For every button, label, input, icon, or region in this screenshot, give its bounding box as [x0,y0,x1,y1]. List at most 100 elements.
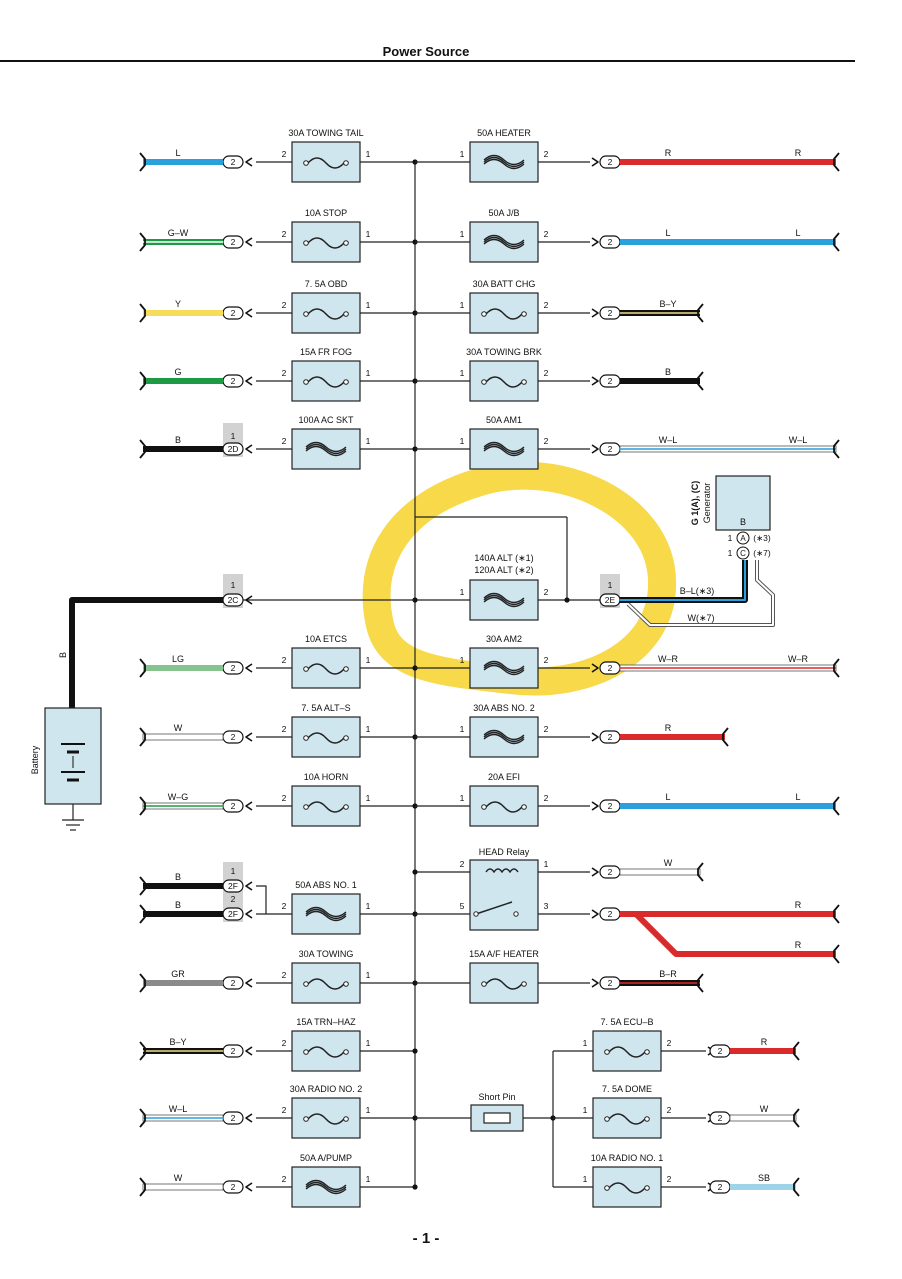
right-fuse-1-wire-label: L [665,228,670,238]
abs-connector-pin-bottom: 2 [231,894,236,904]
left-fuse-10-element [307,1046,345,1058]
abs-connector-pin-top: 1 [231,866,236,876]
right-fuse-3-element [485,376,523,388]
right-fuse-5-element [483,660,525,672]
right-fuse-0-pin-a: 1 [460,149,465,159]
battery-wire [69,597,223,708]
alt-connector-label: 2E [605,595,616,605]
left-fuse-0-element [307,157,345,169]
left-fuse-5-term-b [343,666,349,672]
left-fuse-4-conn-pin: 1 [231,431,236,441]
left-fuse-1-element [307,237,345,249]
sub-fuse-1-wire [729,1114,797,1122]
left-fuse-5-element [307,663,345,675]
left-fuse-1-pin-b: 1 [366,229,371,239]
right-fuse-8-term-a [481,981,487,987]
right-fuse-5-connector-label: 2 [608,663,613,673]
left-fuse-2-term-b [343,311,349,317]
left-fuse-4-pin-b: 1 [366,436,371,446]
left-fuse-0-label: 30A TOWING TAIL [288,128,363,138]
left-fuse-3-element [307,376,345,388]
left-fuse-5-pin-b: 1 [366,655,371,665]
right-fuse-6-element [483,729,525,741]
left-fuse-6-term-b [343,735,349,741]
left-fuse-7-arrow [245,801,253,811]
sub-fuse-1-pin-a: 1 [583,1105,588,1115]
left-fuse-12-pin-a: 2 [282,1174,287,1184]
left-fuse-11-label: 30A RADIO NO. 2 [290,1084,363,1094]
alt-w-label: W(∗7) [687,613,714,623]
short-pin-label: Short Pin [478,1092,515,1102]
left-fuse-9-label: 30A TOWING [299,949,354,959]
generator-terminal: B [740,517,746,527]
left-fuse-11-term-b [343,1116,349,1122]
right-fuse-7-pin-a: 1 [460,793,465,803]
left-fuse-1-wire-label: G–W [168,228,189,238]
sub-fuse-0-pin-a: 1 [583,1038,588,1048]
left-fuse-1-term-a [303,240,309,246]
left-fuse-7-term-a [303,804,309,810]
right-fuse-2-connector-label: 2 [608,308,613,318]
left-fuse-10-connector-label: 2 [231,1046,236,1056]
generator-box [715,475,771,531]
right-fuse-0-label: 50A HEATER [477,128,531,138]
right-fuse-1-wire-end [833,232,840,252]
sub-fuse-1-wire-label: W [760,1104,769,1114]
sub-fuse-0-wire-label: R [761,1037,768,1047]
left-fuse-6-arrow [245,732,253,742]
right-fuse-3-arrow [591,376,599,386]
left-fuse-4-element [305,445,347,457]
left-fuse-2-connector-label: 2 [231,308,236,318]
head-relay-contact-a [473,911,479,917]
left-fuse-2-term-a [303,311,309,317]
head-relay-pin5: 5 [460,901,465,911]
battery-connector-label: 2C [228,595,239,605]
sub-fuse-0-term-b [644,1049,650,1055]
left-fuse-2-pin-b: 1 [366,300,371,310]
left-fuse-11-wire-end [139,1108,146,1128]
left-fuse-0-pin-a: 2 [282,149,287,159]
right-fuse-0-connector-label: 2 [608,157,613,167]
left-fuse-12-arrow [245,1182,253,1192]
left-fuse-4-label: 100A AC SKT [298,415,354,425]
left-fuse-7-wire-end [139,796,146,816]
right-fuse-2-pin-a: 1 [460,300,465,310]
sub-fuse-2-pin-a: 1 [583,1174,588,1184]
right-fuse-3-label: 30A TOWING BRK [466,347,542,357]
right-fuse-1-element [483,238,525,250]
alt-connector-pin: 1 [608,580,613,590]
sub-fuse-1-pin-b: 2 [667,1105,672,1115]
alt-fuse-label-1: 140A ALT (∗1) [474,553,533,563]
left-fuse-0-pin-b: 1 [366,149,371,159]
head-relay-switch [475,901,513,915]
battery-arrow [245,595,253,605]
left-fuse-1-arrow [245,237,253,247]
right-fuse-2-element [485,308,523,320]
left-fuse-4-element [305,441,347,453]
right-fuse-4-element [483,445,525,457]
right-fuse-2-term-a [481,311,487,317]
right-fuse-6-wire-end [722,727,729,747]
page-title: Power Source [382,44,470,59]
left-fuse-5-wire-label: LG [172,654,184,664]
right-fuse-4-element [483,443,525,455]
battery-connector-pin: 1 [231,580,236,590]
page-number: - 1 - [412,1230,440,1247]
left-fuse-12-connector-label: 2 [231,1182,236,1192]
right-fuse-7-wire-end [833,796,840,816]
head-relay-wire-1-label: W [664,858,673,868]
generator-conn-c-label: C [740,549,746,558]
left-fuse-5-term-a [303,666,309,672]
alt-fuse-pin-b: 2 [544,587,549,597]
sub-fuse-0-element [608,1046,646,1058]
left-fuse-8-element [305,906,347,918]
right-fuse-4-arrow [591,444,599,454]
head-relay-pin3: 3 [544,901,549,911]
sub-fuse-2-wire-label: SB [758,1173,770,1183]
right-fuse-8-wire-end [697,973,704,993]
right-fuse-0-wire-label: R [665,148,672,158]
left-fuse-9-wire-end [139,973,146,993]
abs-wire-bottom-end [139,904,146,924]
left-fuse-6-pin-b: 1 [366,724,371,734]
abs-connector-bottom-label: 2F [228,909,238,919]
